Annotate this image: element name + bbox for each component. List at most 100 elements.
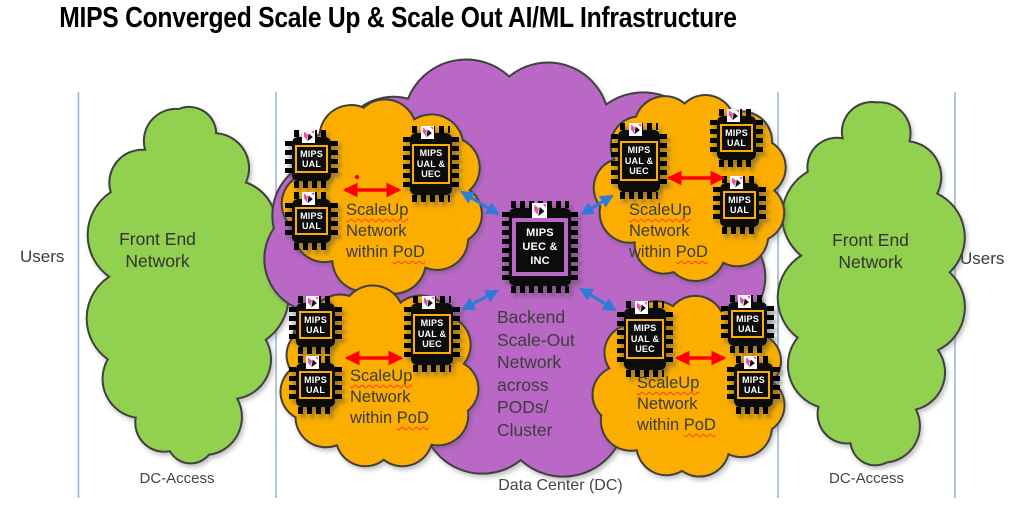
chip-pins bbox=[289, 307, 296, 343]
pod-label-word: ScaleUp bbox=[346, 201, 409, 219]
chip-pins bbox=[294, 243, 329, 250]
mips-logo-icon bbox=[301, 130, 315, 143]
chip-pins bbox=[773, 367, 780, 403]
chip-pins bbox=[285, 203, 292, 239]
chip-pins bbox=[502, 212, 509, 282]
chip-mips-ual-uec: MIPS UAL & UEC bbox=[403, 126, 459, 202]
mips-logo-icon bbox=[634, 301, 648, 314]
chip-pins bbox=[756, 120, 763, 156]
chip-pins bbox=[335, 307, 342, 343]
chip-body: MIPS UAL bbox=[296, 363, 335, 407]
mips-logo-icon bbox=[737, 295, 751, 308]
pod-label-word: within bbox=[350, 409, 393, 427]
users-label-left: Users bbox=[20, 247, 65, 266]
chip-pins bbox=[404, 307, 411, 361]
chip-body: MIPS UEC & INC bbox=[509, 208, 571, 286]
chip-body: MIPS UAL & UEC bbox=[624, 308, 666, 370]
pod-label-word: Network bbox=[629, 222, 690, 240]
mips-logo-icon bbox=[743, 356, 757, 369]
chip-mips-ual-uec: MIPS UAL & UEC bbox=[617, 301, 673, 377]
chip-label: MIPS UAL bbox=[720, 123, 753, 153]
front-end-network-label-right: Front End Network bbox=[832, 230, 909, 272]
scaleup-pod-label-lower-left: ScaleUp Network within PoD bbox=[350, 366, 429, 429]
chip-pins bbox=[767, 306, 774, 342]
chip-body: MIPS UAL bbox=[720, 183, 759, 227]
chip-mips-ual: MIPS UAL bbox=[285, 192, 338, 250]
mips-logo-icon bbox=[421, 296, 435, 309]
mips-logo-icon bbox=[628, 123, 642, 136]
chip-pins bbox=[298, 407, 333, 414]
users-label-right: Users bbox=[960, 249, 1005, 268]
chip-pins bbox=[713, 187, 720, 223]
chip-pins bbox=[620, 192, 658, 199]
chip-body: MIPS UAL bbox=[734, 363, 773, 407]
chip-label: MIPS UEC & INC bbox=[512, 217, 568, 277]
pod-label-word: PoD bbox=[396, 409, 429, 427]
pod-label-word: ScaleUp bbox=[629, 201, 692, 219]
chip-mips-ual: MIPS UAL bbox=[710, 109, 763, 167]
chip-pins bbox=[730, 346, 765, 353]
chip-pins bbox=[626, 370, 664, 377]
pod-label-word: PoD bbox=[675, 243, 708, 261]
chip-label: MIPS UAL & UEC bbox=[625, 319, 665, 359]
chip-pins bbox=[453, 307, 460, 361]
chip-pins bbox=[759, 187, 766, 223]
chip-label: MIPS UAL bbox=[723, 190, 756, 220]
chip-pins bbox=[571, 212, 578, 282]
chip-label: MIPS UAL bbox=[731, 309, 764, 339]
chip-label: MIPS UAL & UEC bbox=[411, 144, 451, 184]
chip-pins bbox=[413, 365, 451, 372]
chip-pins bbox=[294, 181, 329, 188]
chip-pins bbox=[289, 367, 296, 403]
chip-label: MIPS UAL bbox=[295, 144, 328, 174]
chip-mips-ual: MIPS UAL bbox=[289, 356, 342, 414]
pod-label-word: Network bbox=[346, 222, 407, 240]
chip-label: MIPS UAL bbox=[295, 206, 328, 236]
chip-pins bbox=[511, 286, 569, 293]
chip-mips-ual-uec: MIPS UAL & UEC bbox=[404, 296, 460, 372]
front-end-network-label-left: Front End Network bbox=[119, 229, 196, 271]
chip-label: MIPS UAL & UEC bbox=[412, 314, 452, 354]
chip-pins bbox=[452, 137, 459, 191]
chip-mips-ual: MIPS UAL bbox=[721, 295, 774, 353]
scaleup-pod-label-upper-right: ScaleUp Network within PoD bbox=[629, 200, 708, 263]
mips-logo-icon bbox=[726, 109, 740, 122]
diagram-title: MIPS Converged Scale Up & Scale Out AI/M… bbox=[59, 2, 737, 34]
mips-logo-icon bbox=[729, 176, 743, 189]
backend-scaleout-label: Backend Scale-Out Network across PODs/ C… bbox=[497, 307, 575, 440]
chip-body: MIPS UAL bbox=[292, 199, 331, 243]
pod-label-word: ScaleUp bbox=[637, 374, 700, 392]
pod-label-word: Network bbox=[637, 395, 698, 413]
chip-mips-uec-inc: MIPS UEC & INC bbox=[502, 201, 578, 293]
scaleup-pod-label-lower-right: ScaleUp Network within PoD bbox=[637, 373, 716, 436]
chip-label: MIPS UAL & UEC bbox=[619, 141, 659, 181]
chip-body: MIPS UAL bbox=[717, 116, 756, 160]
chip-pins bbox=[335, 367, 342, 403]
chip-pins bbox=[298, 347, 333, 354]
chip-mips-ual: MIPS UAL bbox=[713, 176, 766, 234]
dc-access-label-left: DC-Access bbox=[139, 470, 215, 487]
chip-pins bbox=[617, 312, 624, 366]
pod-label-word: ScaleUp bbox=[350, 367, 413, 385]
chip-pins bbox=[412, 195, 450, 202]
pod-label-word: PoD bbox=[683, 416, 716, 434]
chip-mips-ual: MIPS UAL bbox=[289, 296, 342, 354]
front-end-network-cloud-left bbox=[85, 105, 290, 465]
chip-pins bbox=[331, 203, 338, 239]
chip-pins bbox=[722, 227, 757, 234]
chip-body: MIPS UAL bbox=[296, 303, 335, 347]
mips-logo-icon bbox=[420, 126, 434, 139]
chip-body: MIPS UAL & UEC bbox=[411, 303, 453, 365]
chip-pins bbox=[285, 141, 292, 177]
mips-logo-icon bbox=[532, 203, 548, 218]
mips-logo-icon bbox=[305, 296, 319, 309]
pod-label-word: within bbox=[629, 243, 672, 261]
chip-body: MIPS UAL & UEC bbox=[618, 130, 660, 192]
chip-pins bbox=[666, 312, 673, 366]
chip-body: MIPS UAL bbox=[728, 302, 767, 346]
pod-label-word: within bbox=[346, 243, 389, 261]
chip-label: MIPS UAL bbox=[737, 370, 770, 400]
front-end-network-cloud-right bbox=[776, 101, 966, 467]
